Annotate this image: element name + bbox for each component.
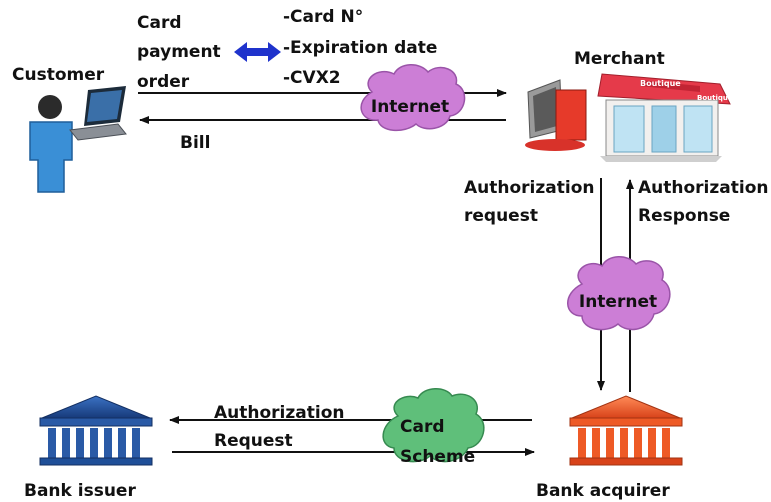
internet-right-label: Internet: [579, 292, 657, 312]
internet-top-label: Internet: [371, 97, 449, 117]
shop-sign-2: Boutique: [697, 94, 733, 102]
bank-acquirer-icon: [569, 395, 683, 466]
expiration-date-item: -Expiration date: [283, 38, 437, 58]
bank-acquirer-label: Bank acquirer: [536, 481, 670, 501]
card-scheme-line1: Card: [400, 417, 445, 437]
bill-label: Bill: [180, 133, 210, 153]
card-payment-order-line1: Card: [137, 13, 182, 33]
internet-cloud-right: [567, 256, 671, 331]
auth-request-vertical-line2: request: [464, 206, 538, 226]
shop-icon: Boutique Boutique: [597, 73, 733, 162]
customer-icon: [29, 86, 127, 193]
auth-request-bottom-line1: Authorization: [214, 403, 344, 423]
auth-request-bottom-line2: Request: [214, 431, 293, 451]
shop-sign-1: Boutique: [640, 79, 681, 88]
bank-issuer-label: Bank issuer: [24, 481, 136, 501]
customer-label: Customer: [12, 65, 105, 85]
card-payment-order-line3: order: [137, 72, 190, 92]
auth-response-vertical-line1: Authorization: [638, 178, 768, 198]
double-arrow-icon: [234, 42, 281, 62]
card-number-item: -Card N°: [283, 7, 363, 27]
auth-response-vertical-line2: Response: [638, 206, 730, 226]
card-scheme-line2: Scheme: [400, 447, 475, 467]
merchant-label: Merchant: [574, 49, 665, 69]
merchant-computer-icon: [525, 79, 587, 151]
cvx2-item: -CVX2: [283, 68, 341, 88]
card-scheme-cloud: [382, 388, 485, 463]
auth-request-vertical-line1: Authorization: [464, 178, 594, 198]
card-payment-order-line2: payment: [137, 42, 221, 62]
bank-issuer-icon: [39, 395, 153, 466]
internet-cloud-top: [360, 64, 466, 132]
